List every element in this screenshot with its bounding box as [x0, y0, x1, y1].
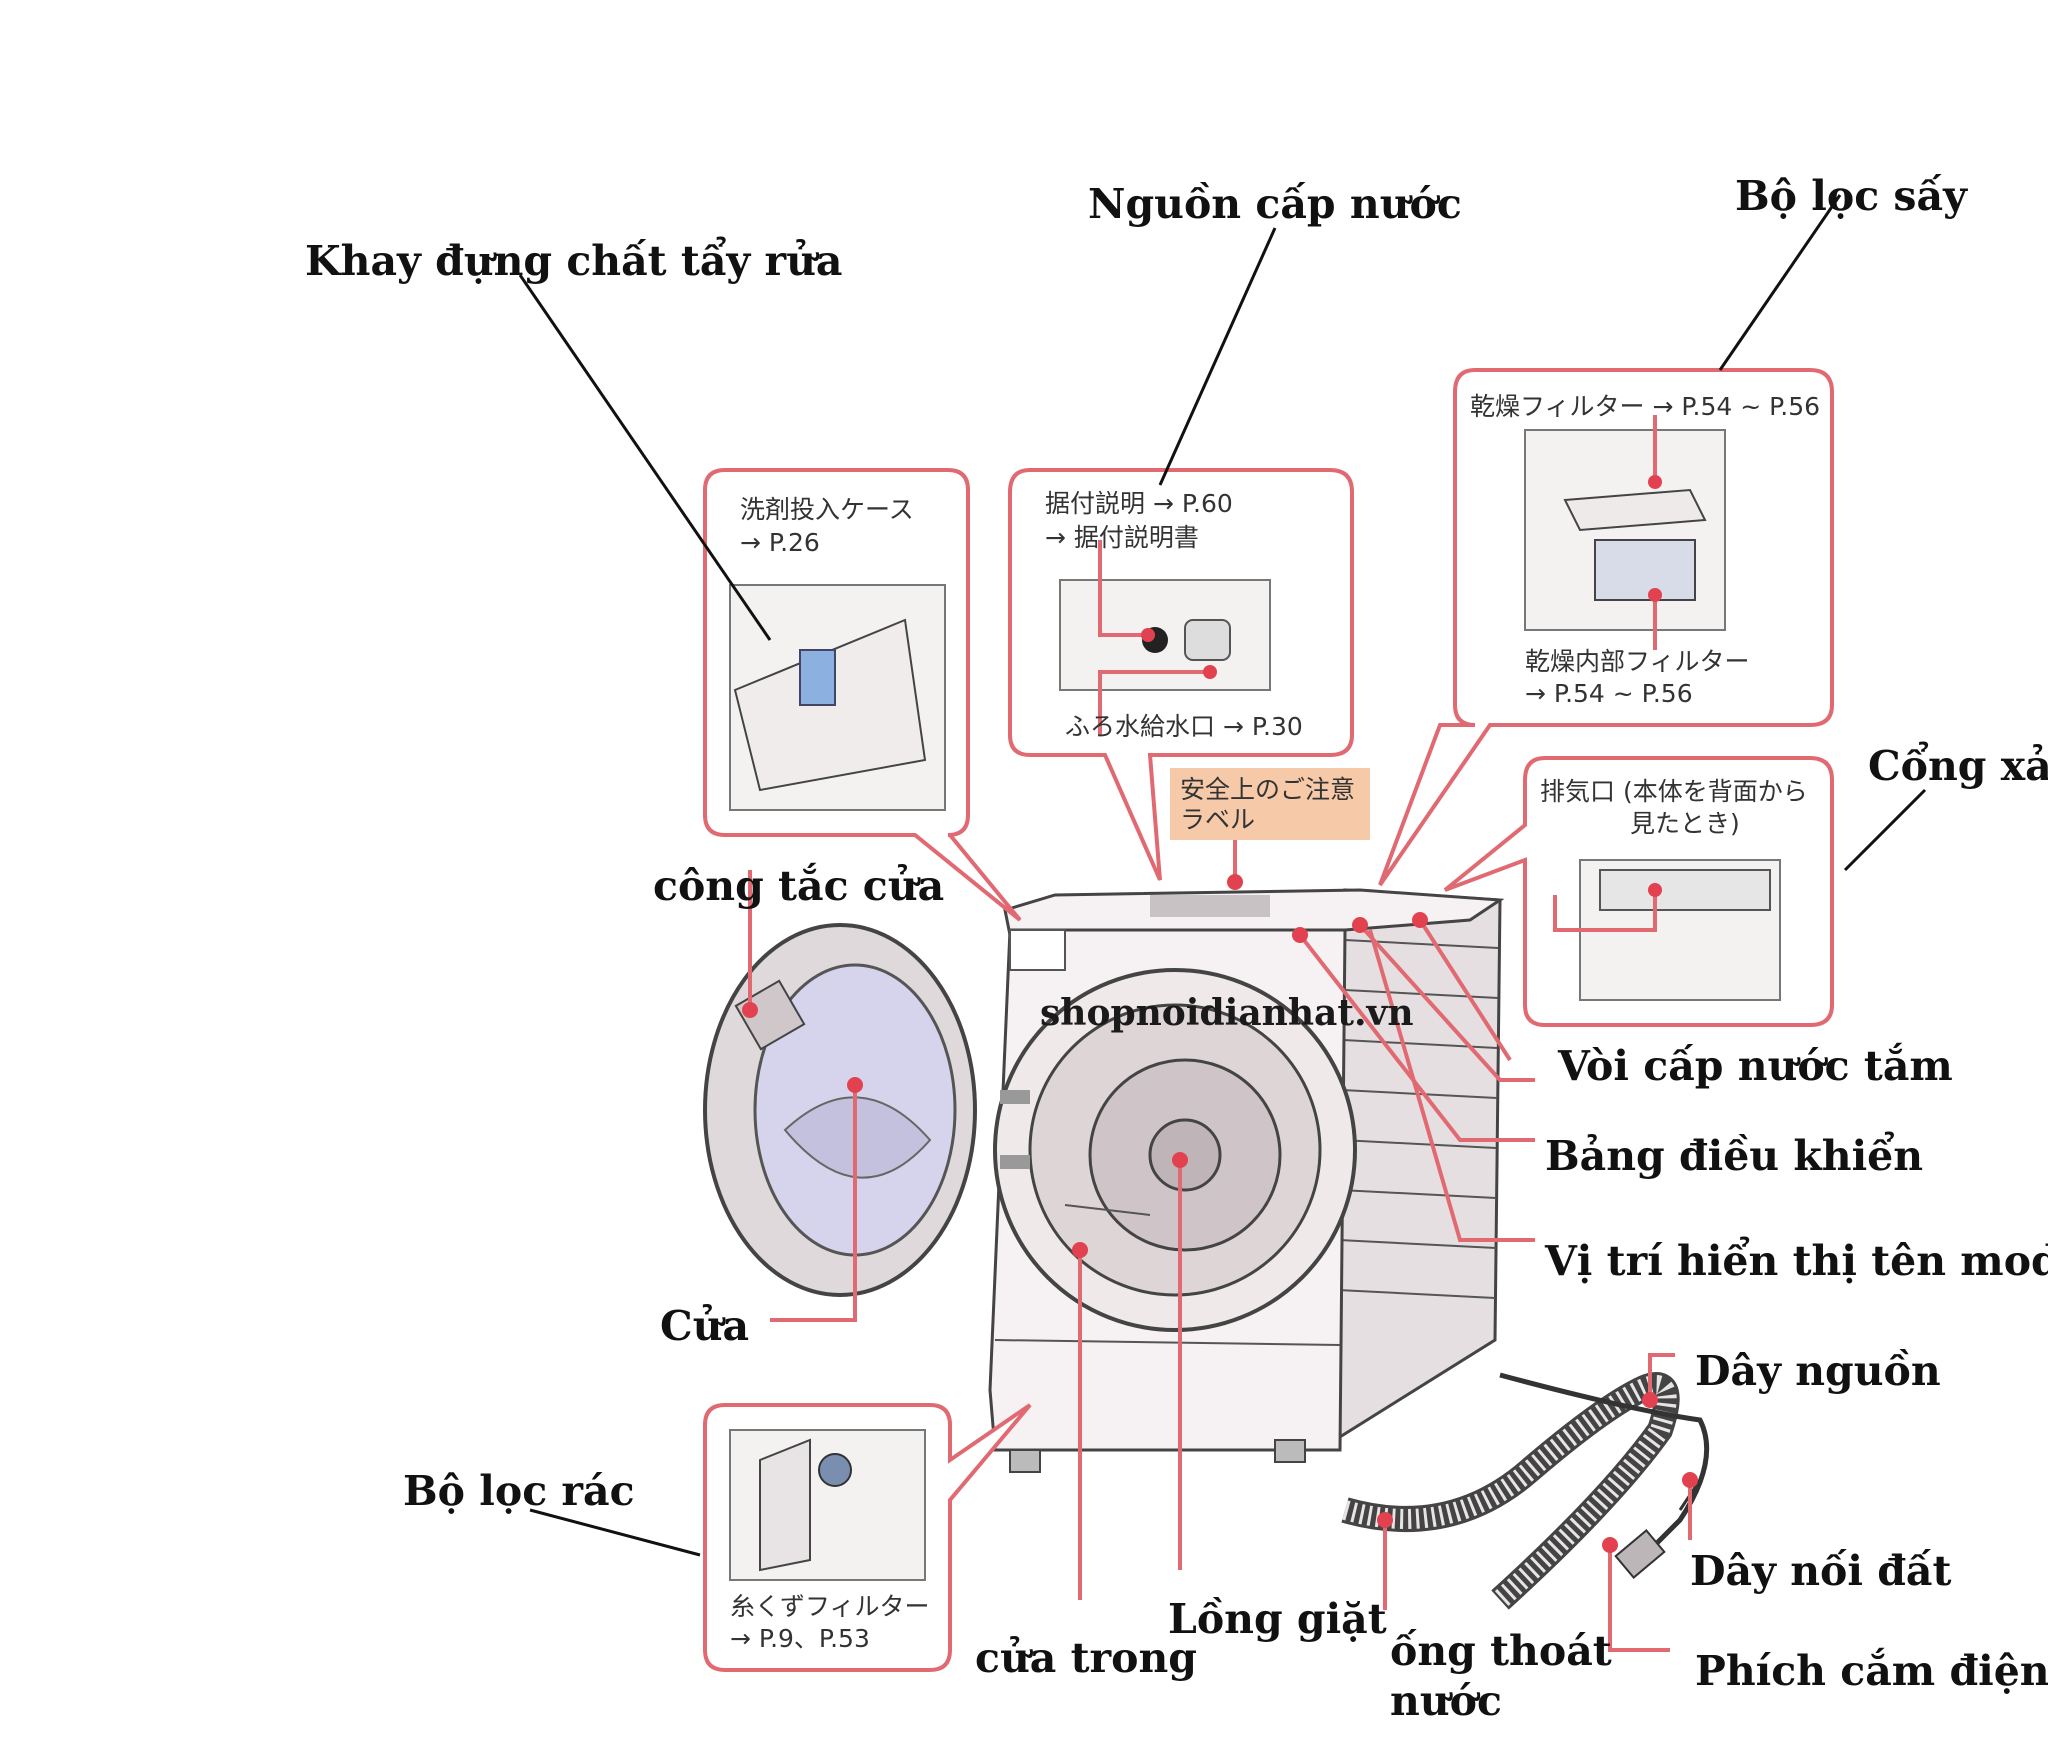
pointer-bath-hose [1358, 923, 1535, 1082]
exhaust-dot [1648, 883, 1662, 897]
dot-drain-hose [1377, 1512, 1393, 1528]
leader-detergent-tray [518, 274, 772, 641]
watermark: shopnoidianhat.vn [1040, 992, 1414, 1034]
dryer-dot-1 [1648, 475, 1662, 489]
label-door: Cửa [660, 1302, 749, 1350]
water-inlet-dot-2 [1203, 665, 1217, 679]
label-inner-door: cửa trong [975, 1634, 1197, 1682]
callout-lint-filter: 糸くずフィルター → P.9、P.53 [703, 1403, 1032, 1672]
pointer-bath-hose-2 [1418, 918, 1512, 1062]
dot-door [847, 1077, 863, 1093]
water-inlet-pointer-1 [1098, 540, 1148, 637]
hinge-bottom [1000, 1155, 1030, 1169]
washing-machine-illustration [703, 888, 1710, 1610]
label-drain-hose-line2: nước [1390, 1677, 1502, 1725]
pointer-door [770, 1085, 857, 1322]
callout-exhaust: 排気口 (本体を背面から 見たとき) [1443, 756, 1834, 1027]
water-inlet-pointer-2 [1098, 670, 1210, 735]
label-detergent-tray: Khay đựng chất tẩy rửa [305, 236, 842, 285]
dot-control-panel [1292, 927, 1308, 943]
pointer-model-name [1368, 929, 1535, 1242]
dot-ground-wire [1682, 1472, 1698, 1488]
exhaust-vent [1599, 869, 1771, 911]
power-plug-body [1614, 1529, 1666, 1579]
detergent-drawer-front [1009, 929, 1066, 971]
callout-detergent-case: 洗剤投入ケース → P.26 [703, 468, 1022, 922]
drain-hose-ribs [1342, 1375, 1677, 1608]
label-drum: Lồng giặt [1168, 1595, 1387, 1643]
dryer-inner-filter [1594, 539, 1696, 601]
callout-dryer-filter: 乾燥フィルター → P.54 ~ P.56 乾燥内部フィルター → P.54 ~… [1378, 368, 1834, 887]
label-door-switch: công tắc cửa [653, 862, 944, 910]
callout-water-inlet: 据付説明 → P.60 → 据付説明書 ふろ水給水口 → P.30 [1008, 468, 1354, 881]
dryer-text-1: 乾燥フィルター → P.54 ~ P.56 [1470, 392, 1820, 421]
leader-lines [518, 194, 1927, 1557]
leader-water-supply [1158, 227, 1277, 486]
foot-right [1274, 1439, 1306, 1463]
front-lower-seam [994, 1339, 1341, 1346]
exhaust-pointer [1553, 890, 1657, 932]
label-water-supply: Nguồn cấp nước [1088, 180, 1462, 228]
bath-water-port [1184, 619, 1231, 661]
door-switch-latch [734, 979, 806, 1051]
dot-bath-hose [1352, 917, 1368, 933]
dot-inner-door [1072, 1242, 1088, 1258]
label-power-plug: Phích cắm điện [1695, 1647, 2048, 1695]
top-label-area [1150, 895, 1270, 917]
label-bath-water-hose: Vòi cấp nước tắm [1557, 1042, 1953, 1090]
lint-filter-cover [759, 1438, 811, 1572]
label-ground-wire: Dây nối đất [1690, 1547, 1951, 1595]
dot-drum [1172, 1152, 1188, 1168]
safety-label-text-2: ラベル [1180, 805, 1255, 834]
labels: Khay đựng chất tẩy rửa Nguồn cấp nước Bộ… [305, 172, 2048, 1725]
water-inlet-text-3: ふろ水給水口 → P.30 [1065, 712, 1303, 741]
leader-exhaust [1843, 788, 1927, 872]
callout-safety-label: 安全上のご注意 ラベル [1170, 768, 1370, 890]
lint-text-2: → P.9、P.53 [730, 1624, 870, 1653]
water-inlet-text-2: → 据付説明書 [1045, 523, 1199, 552]
exhaust-text-1: 排気口 (本体を背面から [1540, 777, 1808, 806]
water-inlet-dot-1 [1141, 628, 1155, 642]
lint-text-1: 糸くずフィルター [730, 1592, 930, 1621]
label-power-cord: Dây nguồn [1695, 1347, 1941, 1395]
dot-power-cord [1642, 1392, 1658, 1408]
label-dryer-filter: Bộ lọc sấy [1735, 172, 1968, 220]
water-inlet-text-1: 据付説明 → P.60 [1045, 489, 1233, 518]
leader-lint-filter [529, 1508, 701, 1557]
machine-pointers [742, 870, 1698, 1652]
lint-filter-knob [818, 1453, 852, 1487]
machine-side-panel [1333, 888, 1502, 1443]
detergent-case-text-2: → P.26 [740, 528, 820, 557]
exhaust-text-2: 見たとき) [1630, 809, 1740, 838]
dryer-text-2: 乾燥内部フィルター [1525, 647, 1750, 676]
label-drain-hose-line1: ống thoát [1390, 1627, 1612, 1675]
leader-dryer-filter [1718, 194, 1842, 371]
power-cord-line [1499, 1372, 1710, 1552]
dot-power-plug [1602, 1537, 1618, 1553]
pointer-control-panel [1298, 933, 1535, 1142]
drain-hose-outline [1341, 1372, 1680, 1610]
detergent-compartment [799, 649, 836, 706]
safety-label-dot [1227, 874, 1243, 890]
drum-lifter [1064, 1204, 1151, 1216]
dryer-filter-lid [1563, 488, 1707, 532]
safety-label-bg [1170, 768, 1370, 840]
dryer-text-3: → P.54 ~ P.56 [1525, 679, 1693, 708]
hinge-top [1000, 1090, 1030, 1104]
label-lint-filter: Bộ lọc rác [403, 1467, 635, 1515]
dryer-dot-2 [1648, 588, 1662, 602]
door-glass-bowl [783, 1096, 932, 1179]
label-model-name-position: Vị trí hiển thị tên model [1544, 1236, 2048, 1285]
pointer-power-plug [1608, 1545, 1670, 1652]
dot-bath-hose-2 [1412, 912, 1428, 928]
label-exhaust-port: Cổng xả [1868, 741, 2048, 790]
label-control-panel: Bảng điều khiển [1545, 1131, 1923, 1180]
detergent-case-text-1: 洗剤投入ケース [740, 495, 914, 524]
pointer-power-cord [1648, 1353, 1675, 1400]
safety-label-text-1: 安全上のご注意 [1180, 775, 1355, 804]
foot-left [1009, 1449, 1041, 1473]
dot-door-switch [742, 1002, 758, 1018]
